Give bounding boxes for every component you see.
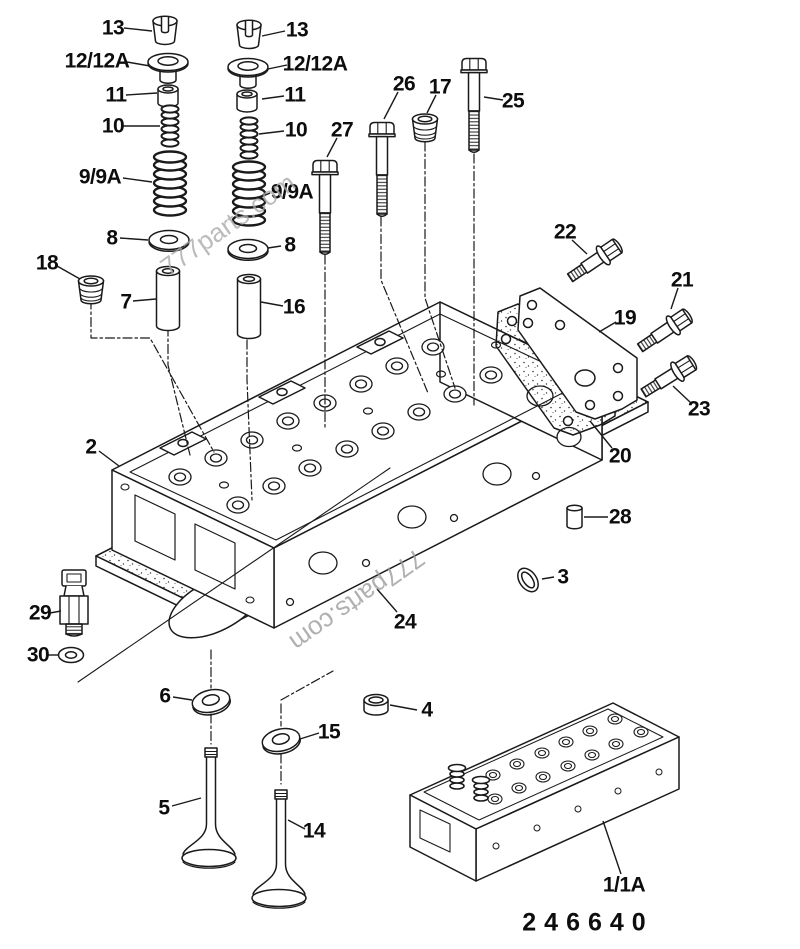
part-callout-1-1a: 1/1A	[602, 873, 646, 897]
part-callout-3: 3	[557, 565, 569, 589]
bolt-25-drawing	[460, 57, 488, 153]
cover-plate-drawing	[517, 287, 638, 420]
part-callout-8: 8	[284, 233, 296, 257]
part-callout-12-12a: 12/12A	[64, 49, 130, 73]
seal-3-drawing	[517, 567, 539, 593]
part-callout-21: 21	[670, 268, 694, 292]
dowel-28-drawing	[566, 504, 583, 530]
part-callout-11: 11	[284, 83, 306, 107]
part-callout-11: 11	[105, 83, 127, 107]
bolt-27-drawing	[311, 159, 339, 255]
part-callout-26: 26	[392, 72, 416, 96]
cup-4-drawing	[363, 693, 389, 716]
part-callout-2: 2	[85, 435, 97, 459]
fitting-29-drawing	[59, 569, 89, 637]
valve-washer-6-drawing	[189, 685, 234, 719]
part-callout-16: 16	[282, 295, 306, 319]
valve-guide-right-drawing	[236, 273, 262, 340]
part-callout-9-9a: 9/9A	[78, 165, 122, 189]
part-callout-7: 7	[120, 290, 132, 314]
part-callout-15: 15	[317, 720, 341, 744]
valve-collet-right-drawing	[236, 19, 262, 50]
part-callout-18: 18	[35, 251, 59, 275]
valve-seal-right-drawing	[236, 89, 258, 113]
valve-collet-left-drawing	[152, 15, 178, 46]
part-callout-13: 13	[285, 18, 309, 42]
cup-plug-18-drawing	[77, 275, 105, 305]
valve-14-drawing	[251, 789, 307, 909]
inner-spring-left-drawing	[160, 104, 180, 148]
spring-cap-right-drawing	[227, 57, 269, 89]
assembly-construction-lines	[90, 141, 475, 785]
part-callout-10: 10	[101, 114, 125, 138]
small-cylinder-head-drawing	[409, 702, 680, 882]
part-callout-24: 24	[393, 610, 417, 634]
cup-plug-17-drawing	[411, 113, 439, 143]
part-callout-28: 28	[608, 505, 632, 529]
part-callout-14: 14	[302, 819, 326, 843]
part-callout-4: 4	[421, 698, 433, 722]
spring-washer-right-drawing	[227, 238, 269, 262]
bolt-23-drawing	[636, 351, 701, 403]
part-callout-19: 19	[613, 306, 637, 330]
part-callout-10: 10	[284, 118, 308, 142]
part-callout-27: 27	[330, 118, 354, 142]
valve-5-drawing	[181, 747, 237, 869]
part-callout-13: 13	[101, 16, 125, 40]
bolt-26-drawing	[368, 121, 396, 217]
part-callout-8: 8	[106, 226, 118, 250]
leader-line-29	[77, 467, 391, 683]
spring-cap-left-drawing	[147, 52, 189, 84]
part-callout-30: 30	[26, 643, 50, 667]
washer-30-drawing	[57, 646, 85, 664]
valve-washer-15-drawing	[259, 724, 304, 758]
part-callout-12-12a: 12/12A	[282, 52, 348, 76]
part-callout-23: 23	[687, 397, 711, 421]
part-callout-29: 29	[28, 601, 52, 625]
part-callout-5: 5	[158, 796, 170, 820]
inner-spring-right-drawing	[239, 116, 259, 160]
part-callout-20: 20	[608, 444, 632, 468]
bolt-21-drawing	[633, 304, 697, 358]
part-callout-6: 6	[159, 684, 171, 708]
part-callout-22: 22	[553, 220, 577, 244]
part-callout-25: 25	[501, 89, 525, 113]
part-callout-17: 17	[428, 75, 452, 99]
part-callout-9-9a: 9/9A	[270, 180, 314, 204]
outer-spring-left-drawing	[152, 150, 188, 217]
figure-part-number: 246640	[522, 908, 654, 937]
valve-seal-left-drawing	[157, 84, 179, 108]
